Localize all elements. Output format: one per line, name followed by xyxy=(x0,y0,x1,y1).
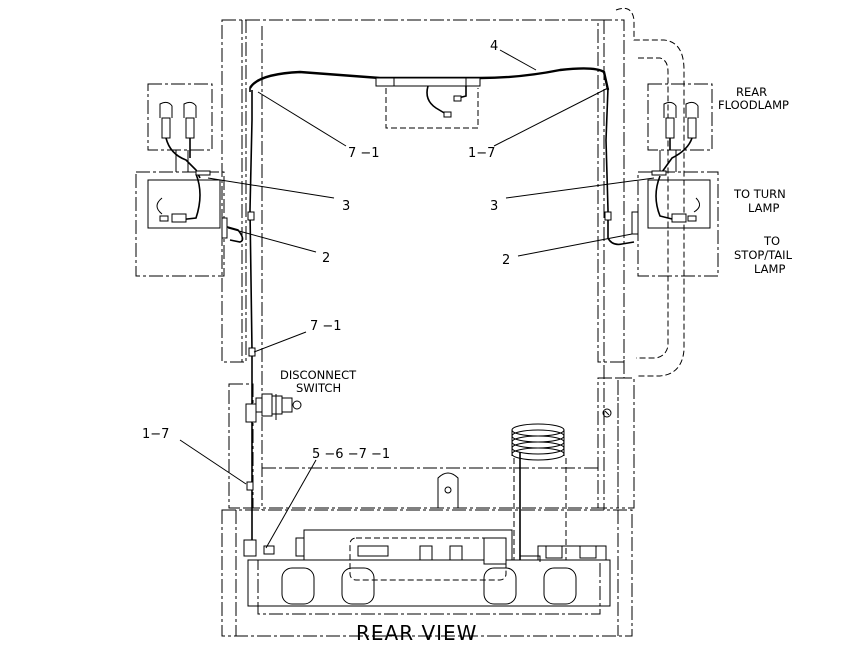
coil-cord xyxy=(511,423,567,560)
note-rear-floodlamp-line2: FLOODLAMP xyxy=(718,98,789,112)
callout-1-7-top: 1−7 xyxy=(468,146,495,161)
note-disconnect-line2: SWITCH xyxy=(296,381,341,395)
note-stop-tail-line3: LAMP xyxy=(754,262,785,276)
right-rear-floodlamp xyxy=(647,83,713,173)
center-bracket xyxy=(437,472,459,508)
left-vertical-cable xyxy=(246,90,256,540)
callout-7-1-mid: 7 −1 xyxy=(310,319,342,334)
disconnect-switch xyxy=(245,393,302,423)
view-title: REAR VIEW xyxy=(356,621,477,645)
callout-4: 4 xyxy=(490,39,498,54)
note-stop-tail-line2: STOP/TAIL xyxy=(734,248,793,262)
callout-7-1-top: 7 −1 xyxy=(348,146,380,161)
top-harness xyxy=(248,67,610,129)
frame-structure xyxy=(221,19,635,510)
callouts: 4 7 −1 1−7 3 3 2 2 7 −1 1−7 5 −6 −7 −1 xyxy=(142,39,510,462)
note-disconnect-line1: DISCONNECT xyxy=(280,368,357,382)
note-turn-lamp-line2: LAMP xyxy=(748,201,779,215)
leader-lines xyxy=(179,49,655,549)
callout-2-left: 2 xyxy=(322,251,330,266)
callout-3-right: 3 xyxy=(490,199,498,214)
note-turn-lamp-line1: TO TURN xyxy=(733,187,786,201)
callout-3-left: 3 xyxy=(342,199,350,214)
right-lamp-box xyxy=(631,170,719,277)
callout-2-right: 2 xyxy=(502,253,510,268)
grab-handle xyxy=(615,7,685,377)
callout-5-6-7-1: 5 −6 −7 −1 xyxy=(312,447,390,462)
left-rear-floodlamp xyxy=(147,83,213,179)
notes: REAR FLOODLAMP TO TURN LAMP TO STOP/TAIL… xyxy=(280,85,793,395)
left-lamp-box xyxy=(135,170,244,277)
callout-1-7-low: 1−7 xyxy=(142,427,169,442)
right-vertical-cable xyxy=(604,87,635,246)
rear-bumper xyxy=(221,509,633,637)
note-rear-floodlamp-line1: REAR xyxy=(736,85,767,99)
note-stop-tail-line1: TO xyxy=(763,234,780,248)
